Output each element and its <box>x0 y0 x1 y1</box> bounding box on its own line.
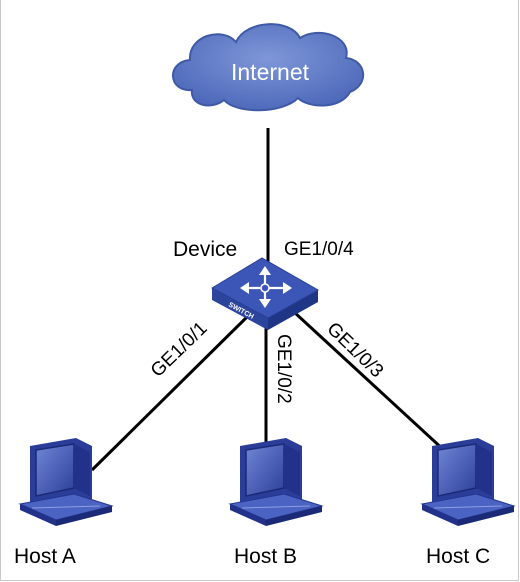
switch-icon <box>210 257 320 330</box>
link-device-host-a <box>90 312 252 472</box>
port-label-ge101: GE1/0/1 <box>147 318 212 382</box>
port-label-ge102: GE1/0/2 <box>273 334 294 404</box>
host-c-label: Host C <box>426 545 490 568</box>
host-a-label: Host A <box>14 545 76 568</box>
internet-label: Internet <box>231 59 310 85</box>
internet-cloud-icon <box>172 23 365 112</box>
port-label-ge103: GE1/0/3 <box>323 318 388 382</box>
host-b-computer-icon <box>228 438 324 526</box>
link-device-host-c <box>292 310 448 454</box>
device-label: Device <box>173 238 237 261</box>
host-c-computer-icon <box>420 438 516 526</box>
host-a-computer-icon <box>18 438 114 526</box>
host-b-label: Host B <box>234 545 297 568</box>
port-label-ge104: GE1/0/4 <box>284 239 354 260</box>
